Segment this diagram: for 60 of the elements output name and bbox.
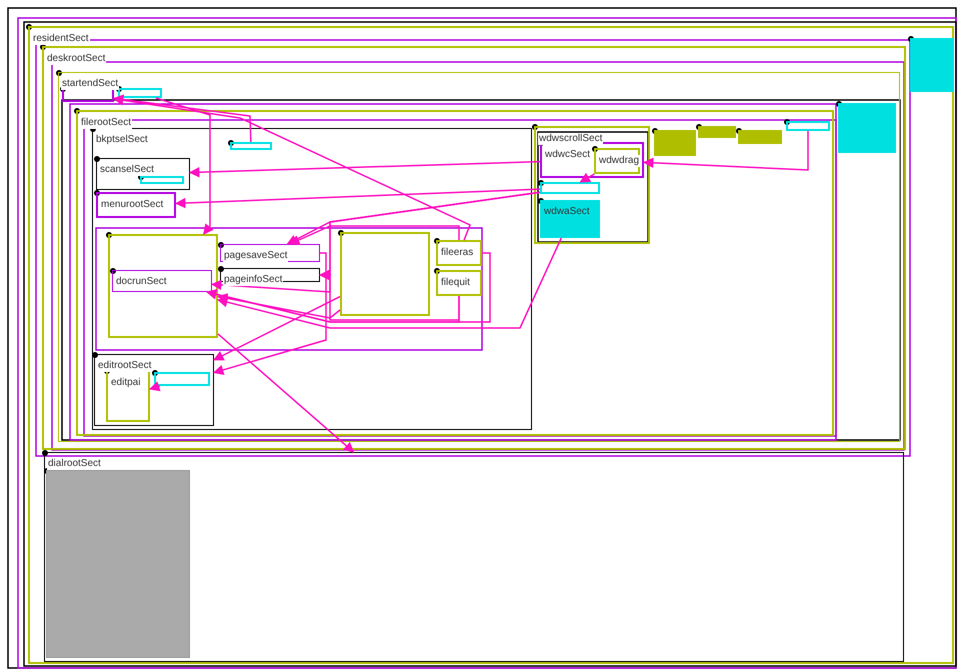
empty-box — [786, 121, 830, 131]
section-box — [220, 244, 320, 262]
section-label: residentSect — [32, 33, 90, 45]
empty-box — [540, 182, 600, 194]
empty-box — [230, 142, 272, 150]
empty-box — [62, 88, 114, 102]
arrow — [216, 293, 340, 319]
section-box — [96, 158, 190, 190]
arrow — [174, 188, 540, 208]
bar-block — [698, 126, 736, 138]
section-box — [94, 354, 214, 426]
empty-box — [46, 470, 190, 658]
empty-box — [654, 130, 696, 156]
arrow — [580, 172, 595, 183]
empty-box — [340, 232, 430, 316]
arrow — [289, 225, 460, 245]
section-label: scanselSect — [99, 164, 155, 176]
section-box — [106, 370, 150, 422]
arrow — [149, 381, 161, 392]
section-box — [540, 200, 600, 238]
empty-box — [910, 38, 954, 92]
section-label: wdwdrag — [598, 155, 640, 167]
arrow — [213, 296, 340, 361]
section-box — [44, 452, 904, 662]
section-box — [594, 148, 640, 174]
section-box — [96, 192, 176, 218]
section-box — [112, 270, 212, 292]
section-label: dialrootSect — [47, 458, 102, 470]
section-label: deskrootSect — [46, 53, 106, 65]
empty-box — [838, 103, 896, 153]
section-label: filequit — [440, 277, 471, 289]
arrow — [318, 270, 460, 321]
section-box — [436, 270, 482, 296]
section-label: editrootSect — [97, 360, 152, 372]
arrow — [112, 94, 252, 142]
arrow — [218, 333, 354, 453]
section-label: wdwscrollSect — [538, 133, 604, 145]
empty-box — [108, 234, 218, 338]
empty-box — [118, 88, 162, 98]
section-box — [540, 142, 644, 178]
arrow — [642, 131, 809, 171]
arrow — [206, 289, 460, 323]
section-box — [534, 126, 650, 244]
arrow — [216, 238, 562, 329]
empty-box — [140, 176, 184, 184]
section-label: pagesaveSect — [223, 250, 288, 262]
arrow — [112, 95, 471, 240]
section-label: pageinfoSect — [223, 274, 284, 286]
arrow — [156, 97, 214, 235]
section-label: bkptselSect — [95, 134, 149, 146]
empty-box — [154, 372, 210, 386]
arrow — [188, 160, 540, 178]
arrow — [213, 252, 327, 375]
section-label: filerootSect — [80, 117, 132, 129]
empty-box — [738, 130, 782, 144]
section-box — [436, 240, 482, 266]
section-label: startendSect — [61, 78, 120, 90]
section-box — [92, 128, 532, 430]
section-label: editpai — [110, 377, 142, 389]
section-box — [76, 110, 834, 436]
